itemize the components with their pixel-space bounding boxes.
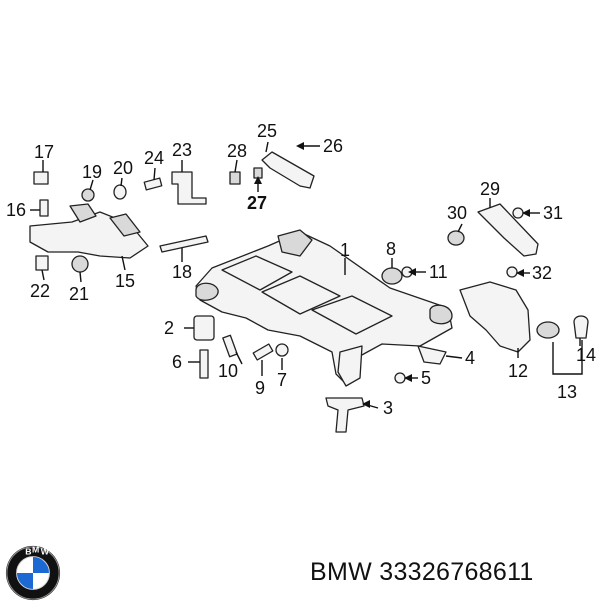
callout-12: 12	[508, 361, 528, 381]
callout-27: 27	[247, 193, 267, 213]
bmw-logo-icon: B M W	[5, 545, 61, 601]
callout-17: 17	[34, 142, 54, 162]
callout-21: 21	[69, 284, 89, 304]
part-number-caption: BMW 33326768611	[310, 558, 534, 586]
callout-3: 3	[383, 398, 393, 418]
callout-26: 26	[323, 136, 343, 156]
callout-1: 1	[340, 240, 350, 260]
callout-11: 11	[429, 262, 448, 282]
svg-text:W: W	[41, 547, 50, 557]
hardware-parts	[33, 151, 447, 433]
callout-30: 30	[447, 203, 467, 223]
callout-29: 29	[480, 179, 500, 199]
callout-2: 2	[164, 318, 174, 338]
callout-18: 18	[172, 262, 192, 282]
callout-15: 15	[115, 271, 135, 291]
callout-10: 10	[218, 361, 238, 381]
callout-numbers: 17 16 19 20 24 23 28 25 26 27 22 21 15 1…	[6, 121, 596, 418]
callout-25: 25	[257, 121, 277, 141]
leader-lines	[30, 141, 583, 409]
callout-22: 22	[30, 281, 50, 301]
callout-5: 5	[421, 368, 431, 388]
callout-14: 14	[576, 345, 596, 365]
callout-7: 7	[277, 370, 287, 390]
callout-13: 13	[557, 382, 577, 402]
callout-8: 8	[386, 239, 396, 259]
svg-text:B: B	[25, 547, 31, 557]
svg-text:M: M	[32, 545, 39, 555]
callout-9: 9	[255, 378, 265, 398]
callout-19: 19	[82, 162, 102, 182]
left-crossmember	[29, 203, 149, 259]
callout-16: 16	[6, 200, 26, 220]
callout-24: 24	[144, 148, 164, 168]
rear-subframe	[195, 229, 453, 387]
callout-4: 4	[465, 348, 475, 368]
callout-31: 31	[543, 203, 563, 223]
callout-28: 28	[227, 141, 247, 161]
callout-32: 32	[532, 263, 552, 283]
right-side-parts	[447, 203, 589, 353]
callout-23: 23	[172, 140, 192, 160]
callout-6: 6	[172, 352, 182, 372]
callout-20: 20	[113, 158, 133, 178]
